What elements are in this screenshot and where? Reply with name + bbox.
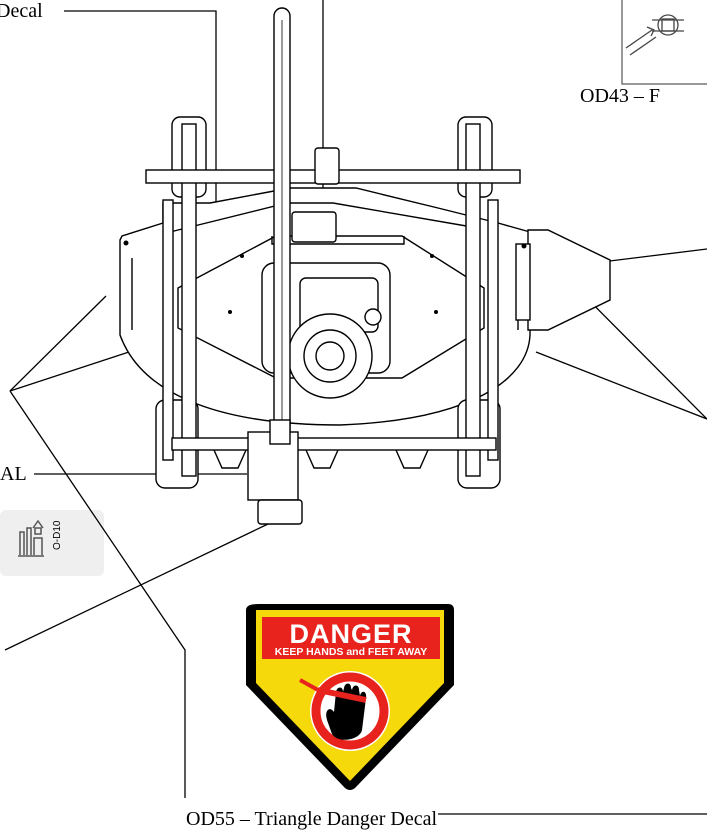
label-decal: Decal (0, 0, 43, 22)
danger-title: DANGER (289, 619, 412, 649)
building-icon (18, 519, 44, 557)
right-inner-rail (487, 199, 499, 461)
od10-decal-image: O-D10 (0, 510, 104, 576)
od10-code: O-D10 (52, 520, 63, 550)
left-frame-rail (181, 123, 197, 477)
mower-deck-drawing (119, 7, 611, 525)
danger-decal: DANGER KEEP HANDS and FEET AWAY (246, 604, 454, 790)
leader-left-1 (9, 295, 107, 392)
discharge-chute (527, 229, 611, 331)
label-od55-triangle-danger-decal: OD55 – Triangle Danger Decal (186, 808, 438, 830)
leader-od55 (9, 390, 186, 798)
right-frame-rail (465, 123, 481, 477)
leader-right-bottom-2 (535, 351, 707, 420)
hitch-foot (257, 499, 303, 525)
danger-header (262, 617, 440, 659)
label-al: AL (0, 463, 27, 485)
filter-arrow-icon (625, 14, 684, 56)
bolt-details (123, 240, 527, 314)
danger-subtitle: KEEP HANDS and FEET AWAY (275, 646, 427, 658)
leader-bottom-left (4, 523, 269, 651)
rear-crossbar (171, 437, 497, 451)
label-od43: OD43 – F (580, 85, 661, 107)
leader-left-2 (9, 350, 133, 392)
leader-decal (64, 10, 217, 222)
left-inner-rail (162, 199, 174, 461)
od43-decal-image (621, 0, 707, 85)
hand-prohibited-icon (299, 671, 390, 751)
